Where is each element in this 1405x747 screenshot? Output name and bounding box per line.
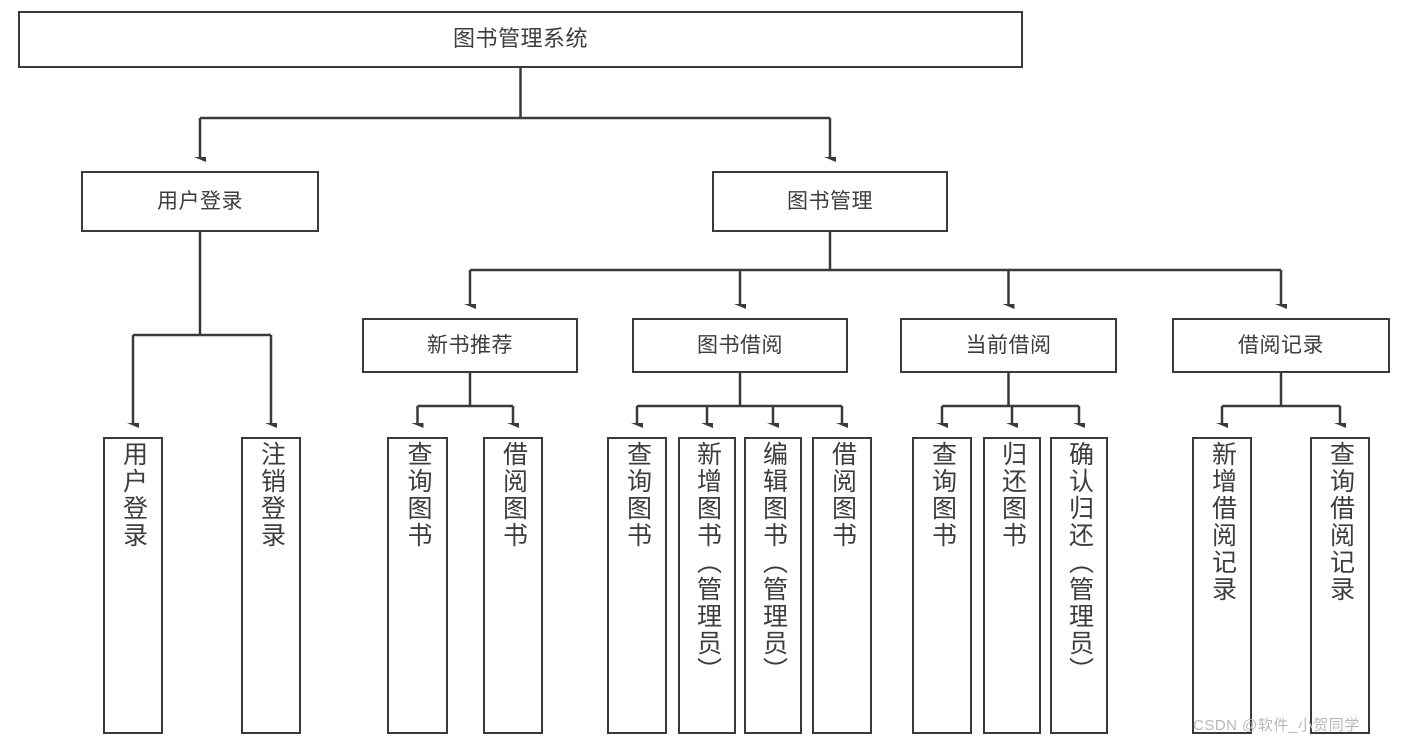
node-label: 确认归还（管理员） <box>1065 441 1094 684</box>
node-label: 查询借阅记录 <box>1326 441 1355 603</box>
node-leaf-rec-query[interactable]: 查询图书 <box>387 437 448 734</box>
node-label: 新增借阅记录 <box>1208 441 1237 603</box>
node-label: 用户登录 <box>157 189 243 213</box>
node-label: 编辑图书（管理员） <box>759 441 788 684</box>
node-label: 图书管理 <box>787 189 873 213</box>
node-leaf-user-login[interactable]: 用户登录 <box>103 437 163 734</box>
node-leaf-book-edit[interactable]: 编辑图书（管理员） <box>744 437 802 734</box>
node-leaf-book-add[interactable]: 新增图书（管理员） <box>678 437 736 734</box>
node-book-manage[interactable]: 图书管理 <box>712 171 948 232</box>
node-leaf-book-borrow[interactable]: 借阅图书 <box>812 437 872 734</box>
node-leaf-rec-add[interactable]: 新增借阅记录 <box>1192 437 1252 734</box>
node-label: 借阅图书 <box>828 441 857 549</box>
node-label: 借阅图书 <box>499 441 528 549</box>
node-leaf-cur-query[interactable]: 查询图书 <box>912 437 972 734</box>
node-leaf-rec-borrow[interactable]: 借阅图书 <box>483 437 543 734</box>
node-book-borrow[interactable]: 图书借阅 <box>632 318 848 373</box>
node-leaf-user-logout[interactable]: 注销登录 <box>241 437 301 734</box>
node-label: 图书借阅 <box>697 333 783 357</box>
node-borrow-record[interactable]: 借阅记录 <box>1172 318 1390 373</box>
node-label: 当前借阅 <box>965 333 1052 357</box>
node-label: 查询图书 <box>928 441 957 549</box>
node-new-book-rec[interactable]: 新书推荐 <box>362 318 578 373</box>
node-label: 查询图书 <box>404 441 432 549</box>
node-leaf-rec-search[interactable]: 查询借阅记录 <box>1310 437 1370 734</box>
node-label: 新增图书（管理员） <box>693 441 722 684</box>
node-label: 用户登录 <box>119 441 148 549</box>
node-leaf-cur-confirm[interactable]: 确认归还（管理员） <box>1050 437 1108 734</box>
node-leaf-cur-return[interactable]: 归还图书 <box>983 437 1041 734</box>
node-current-borrow[interactable]: 当前借阅 <box>900 318 1117 373</box>
node-label: 查询图书 <box>623 441 652 549</box>
node-label: 图书管理系统 <box>452 26 588 52</box>
node-user-login[interactable]: 用户登录 <box>81 171 319 232</box>
node-label: 注销登录 <box>257 441 286 549</box>
node-label: 新书推荐 <box>427 333 513 357</box>
watermark-label: CSDN @软件_小贺同学 <box>1193 717 1360 734</box>
node-root[interactable]: 图书管理系统 <box>18 11 1023 68</box>
node-leaf-borrow-query[interactable]: 查询图书 <box>607 437 667 734</box>
node-label: 借阅记录 <box>1238 333 1324 357</box>
node-label: 归还图书 <box>998 441 1027 549</box>
